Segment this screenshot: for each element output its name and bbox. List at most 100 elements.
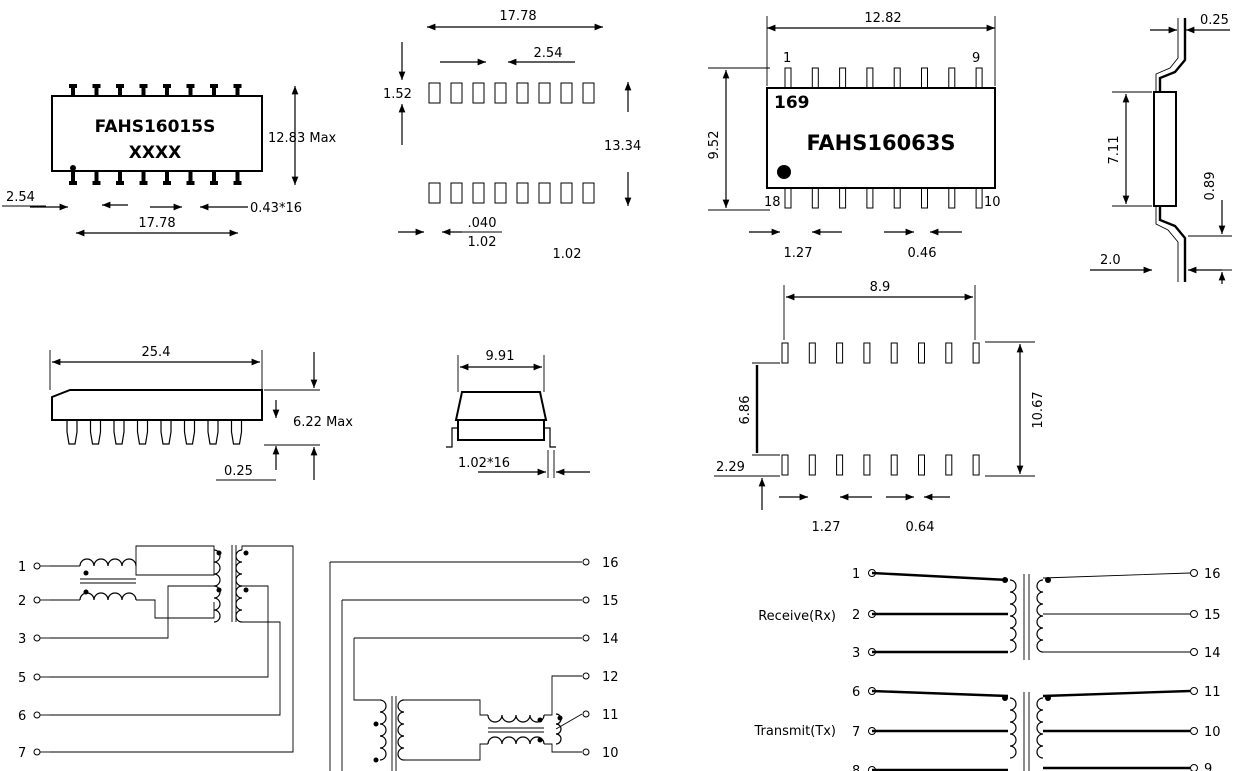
schematic-rx-tx: 12316151467811109 Receive(Rx) Transmit(T…: [753, 567, 1221, 771]
solder-pad: [538, 182, 551, 204]
pin-terminal-icon: [1190, 648, 1198, 656]
pad2-outer-dim: 10.67: [1031, 391, 1046, 428]
package2-pin9-label: 9: [972, 51, 980, 66]
lead-pin: [866, 67, 874, 89]
pin-terminal-icon: [582, 710, 590, 718]
pad2-inner-dim: 6.86: [738, 396, 753, 425]
wire: [871, 689, 1009, 771]
polarity-dot-icon: [243, 550, 249, 556]
solder-pad: [890, 454, 898, 476]
package1-end-view: 9.91 1.02*16: [446, 349, 590, 478]
lead-pin: [94, 84, 99, 96]
lead-pin: [89, 420, 102, 445]
pin-label: 8: [852, 764, 860, 771]
pin-terminal-icon: [1190, 764, 1198, 771]
pin-terminal-icon: [33, 711, 41, 719]
end1-lead-right: [544, 427, 556, 448]
lead-pin: [116, 181, 124, 185]
polarity-dot-icon: [1002, 577, 1008, 583]
transformer-winding: [1009, 579, 1017, 653]
polarity-dot-icon: [1045, 577, 1051, 583]
polarity-dot-icon: [557, 715, 563, 721]
lead-pin: [233, 84, 242, 88]
lead-pin: [69, 84, 77, 88]
wire: [1042, 689, 1191, 770]
transformer-winding: [379, 735, 387, 761]
solder-pad: [472, 82, 485, 104]
package2-marking-code: 169: [774, 93, 810, 113]
package2-body: [766, 87, 996, 189]
pin-terminal-icon: [33, 596, 41, 604]
wire: [544, 675, 582, 753]
pin-terminal-icon: [582, 672, 590, 680]
solder-pad: [494, 82, 507, 104]
solder-pad: [781, 454, 789, 476]
package1-height-dim: 12.83 Max: [268, 131, 337, 146]
lead-pin: [188, 84, 193, 96]
pad1-pad-width-inch: .040: [468, 216, 497, 231]
pad1-pad-height-dim: 1.52: [383, 87, 412, 102]
pin-label: 10: [602, 746, 619, 761]
transformer-winding: [213, 549, 221, 587]
lead-pin: [71, 171, 75, 185]
package1-marking-lot: XXXX: [129, 143, 181, 163]
pin-label: 10: [1204, 725, 1221, 740]
transformer-winding: [235, 549, 243, 587]
pin-terminal-icon: [33, 673, 41, 681]
pad1-row-dim: 13.34: [604, 139, 641, 154]
side2-bottom-dim: 2.0: [1100, 253, 1121, 268]
polarity-dot-icon: [83, 570, 89, 576]
lead-pin: [921, 67, 928, 89]
transmit-label: Transmit(Tx): [753, 724, 836, 739]
package2-height-dim: 9.52: [707, 131, 722, 160]
lead-pin: [784, 187, 792, 209]
package2-lead-dim: 0.46: [908, 246, 937, 261]
pin-label: 1: [852, 567, 860, 582]
package1-top-view: FAHS16015S XXXX 12.83 Max 2.54 0.43*16 1…: [2, 84, 337, 237]
package2-pin1-label: 1: [783, 51, 791, 66]
side1-body: [51, 389, 263, 421]
side2-body-dim: 7.11: [1107, 136, 1122, 165]
pin-label: 11: [1204, 685, 1221, 700]
lead-pin: [66, 420, 78, 445]
lead-pin: [188, 171, 193, 185]
pin-label: 6: [852, 685, 860, 700]
solder-pad: [560, 182, 573, 204]
transformer-winding: [397, 735, 405, 761]
solder-pad: [450, 182, 463, 204]
solder-pad: [781, 342, 789, 364]
solder-pad: [945, 342, 953, 364]
lead-pin: [69, 181, 77, 185]
side2-foot-dim: 0.89: [1203, 172, 1218, 201]
pin-label: 2: [18, 594, 26, 609]
package1-pitch-dim: 2.54: [6, 190, 35, 205]
lead-pin: [975, 67, 983, 89]
wire: [50, 550, 215, 619]
solder-pad: [538, 82, 551, 104]
solder-pad: [836, 454, 844, 476]
end1-width-dim: 9.91: [486, 349, 515, 364]
wire: [329, 561, 582, 771]
end1-base: [457, 419, 545, 441]
pad2-pitch-dim: 1.27: [812, 520, 841, 535]
transformer-winding: [1036, 697, 1044, 759]
lead-pin: [139, 181, 148, 185]
package1-length-dim: 17.78: [138, 216, 175, 231]
lead-pin: [811, 67, 819, 89]
solder-pad: [560, 82, 573, 104]
wire: [404, 699, 488, 761]
solder-pad: [836, 342, 844, 364]
lead-pin: [163, 181, 171, 185]
lead-pin: [118, 171, 122, 185]
lead-pin: [210, 84, 218, 88]
lead-pin: [948, 67, 956, 89]
package2-pitch-dim: 1.27: [784, 246, 813, 261]
pin-terminal-icon: [33, 562, 41, 570]
lead-pin: [212, 171, 216, 185]
solder-pad: [472, 182, 485, 204]
wire: [50, 545, 215, 639]
pin-label: 15: [602, 594, 619, 609]
pin-label: 5: [18, 671, 26, 686]
